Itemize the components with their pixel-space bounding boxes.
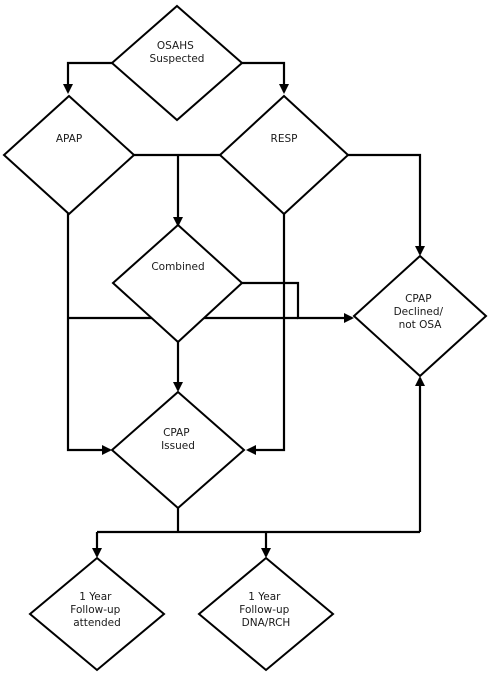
edges [63, 61, 425, 556]
label-line: not OSA [399, 319, 443, 331]
label-line: Declined/ [394, 306, 444, 318]
label-line: RESP [271, 133, 298, 145]
node-declined: CPAP Declined/ not OSA [352, 254, 488, 378]
node-dna: 1 Year Follow-up DNA/RCH [197, 556, 335, 672]
node-resp: RESP [218, 94, 350, 216]
decision-diamond-issued [110, 390, 246, 510]
edge-to-attended [97, 530, 420, 556]
label-line: 1 Year [248, 591, 281, 603]
label-line: 1 Year [79, 591, 112, 603]
label-line: CPAP [405, 293, 432, 305]
label-line: DNA/RCH [242, 617, 291, 629]
decision-diamond-osahs [110, 4, 244, 122]
osahs-label: OSAHS Suspected [150, 40, 205, 65]
node-attended: 1 Year Follow-up attended [28, 556, 166, 672]
edge-osahs-to-resp [242, 61, 289, 94]
label-line: attended [73, 617, 121, 629]
label-line: APAP [56, 133, 82, 145]
label-line: Combined [151, 261, 204, 273]
decision-diamond-declined [352, 254, 488, 378]
label-line: CPAP [163, 427, 190, 439]
dna-label: 1 Year Follow-up DNA/RCH [239, 591, 292, 629]
label-line: Follow-up [70, 604, 120, 616]
node-combined: Combined [111, 223, 244, 344]
label-line: Issued [161, 440, 195, 452]
edge-osahs-to-apap [63, 61, 112, 94]
combined-label: Combined [151, 261, 204, 273]
label-line: Follow-up [239, 604, 289, 616]
edge-to-combined [134, 153, 220, 225]
decision-diamond-resp [218, 94, 350, 216]
node-osahs: OSAHS Suspected [110, 4, 244, 122]
node-issued: CPAP Issued [110, 390, 246, 510]
attended-label: 1 Year Follow-up attended [70, 591, 123, 629]
label-line: Suspected [150, 53, 205, 65]
decision-diamond-attended [28, 556, 166, 672]
edge-resp-to-issued [246, 214, 286, 455]
decision-diamond-dna [197, 556, 335, 672]
edge-apap-to-issued [66, 212, 112, 455]
resp-label: RESP [271, 133, 298, 145]
issued-label: CPAP Issued [161, 427, 195, 452]
declined-label: CPAP Declined/ not OSA [394, 293, 447, 331]
decision-diamond-combined [111, 223, 244, 344]
edge-resp-to-declined [348, 153, 425, 256]
label-line: OSAHS [157, 40, 194, 52]
apap-label: APAP [56, 133, 82, 145]
edge-combined-to-declined [242, 281, 354, 323]
decision-diamond-apap [2, 94, 136, 216]
node-apap: APAP [2, 94, 136, 216]
